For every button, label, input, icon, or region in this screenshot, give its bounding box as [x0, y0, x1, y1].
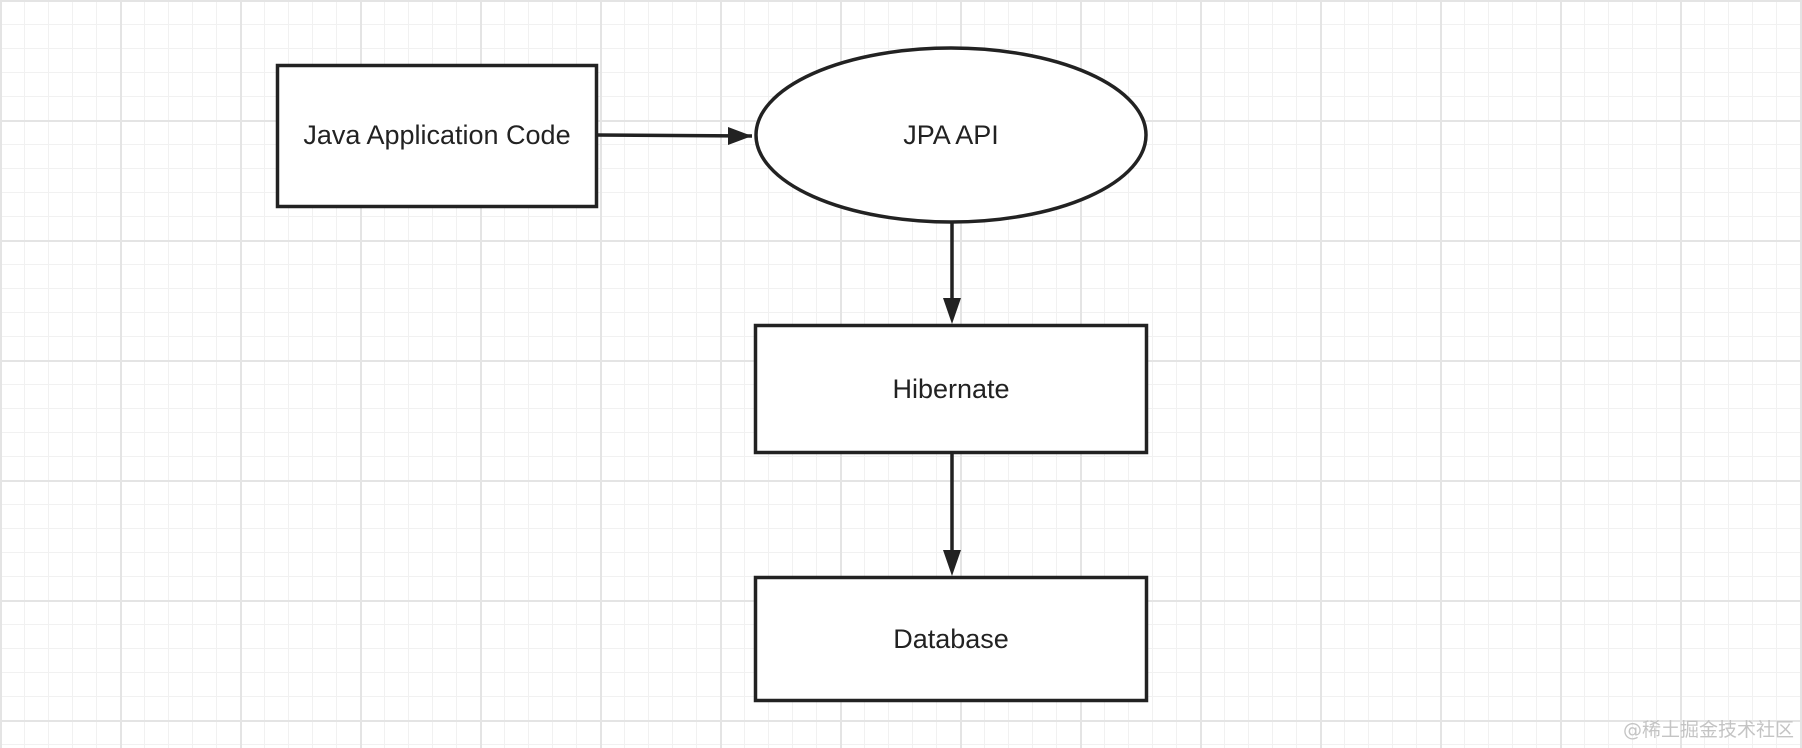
- edge-app-to-jpa: [595, 133, 753, 138]
- node-jpa-api[interactable]: JPA API: [754, 46, 1148, 224]
- node-hibernate[interactable]: Hibernate: [753, 323, 1149, 455]
- edge-jpa-to-hibernate-arrowhead: [943, 298, 961, 324]
- edge-app-to-jpa-arrowhead: [728, 127, 752, 145]
- node-jpa-api-ellipse: [754, 46, 1148, 224]
- node-database-box: [753, 575, 1149, 703]
- watermark: @稀土掘金技术社区: [1622, 719, 1794, 741]
- node-database[interactable]: Database: [753, 575, 1149, 703]
- node-database-label: Database: [893, 624, 1009, 654]
- node-java-application-code-box: [275, 63, 599, 209]
- node-java-application-code[interactable]: Java Application Code: [275, 63, 599, 209]
- node-jpa-api-label: JPA API: [903, 120, 999, 150]
- node-hibernate-box: [753, 323, 1149, 455]
- edge-hibernate-to-database-arrowhead: [943, 550, 961, 576]
- node-java-application-code-label: Java Application Code: [303, 120, 570, 150]
- node-hibernate-label: Hibernate: [892, 374, 1009, 404]
